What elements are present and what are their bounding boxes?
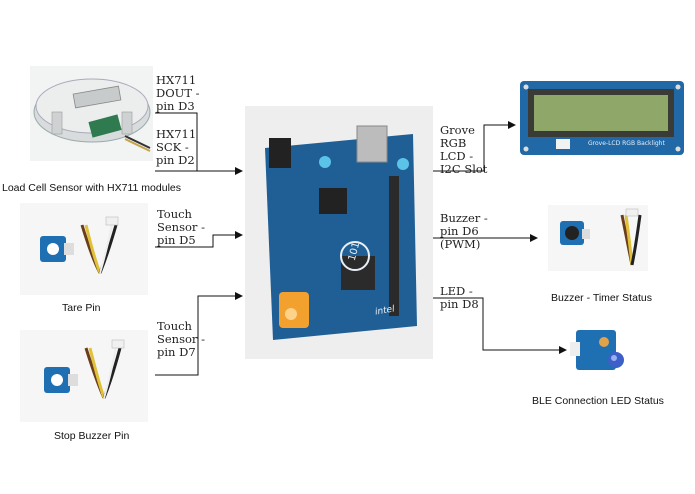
label-buzzer: Buzzer -pin D6(PWM) — [440, 211, 488, 251]
tare-touch-sensor-image — [20, 203, 148, 295]
buzzer-image — [548, 205, 648, 271]
wire-led — [433, 297, 567, 354]
stop-touch-sensor-image — [20, 330, 148, 422]
stop-buzzer-caption: Stop Buzzer Pin — [54, 430, 130, 442]
grove-lcd-image: Grove-LCD RGB Backlight — [516, 75, 687, 162]
wire-touch-d5 — [155, 231, 243, 248]
led-caption: BLE Connection LED Status — [532, 395, 664, 407]
arduino-101-board-image: 101 intel — [245, 106, 433, 359]
buzzer-caption: Buzzer - Timer Status — [551, 292, 652, 304]
led-image — [570, 322, 640, 380]
lcd-board-text: Grove-LCD RGB Backlight — [588, 140, 665, 147]
wire-hx711 — [155, 112, 243, 175]
wire-lcd — [433, 121, 516, 172]
load-cell-caption: Load Cell Sensor with HX711 modules — [2, 182, 181, 194]
tare-caption: Tare Pin — [62, 302, 101, 314]
load-cell-image — [30, 66, 153, 161]
wire-touch-d7 — [155, 292, 243, 376]
label-led: LED -pin D8 — [440, 284, 479, 311]
